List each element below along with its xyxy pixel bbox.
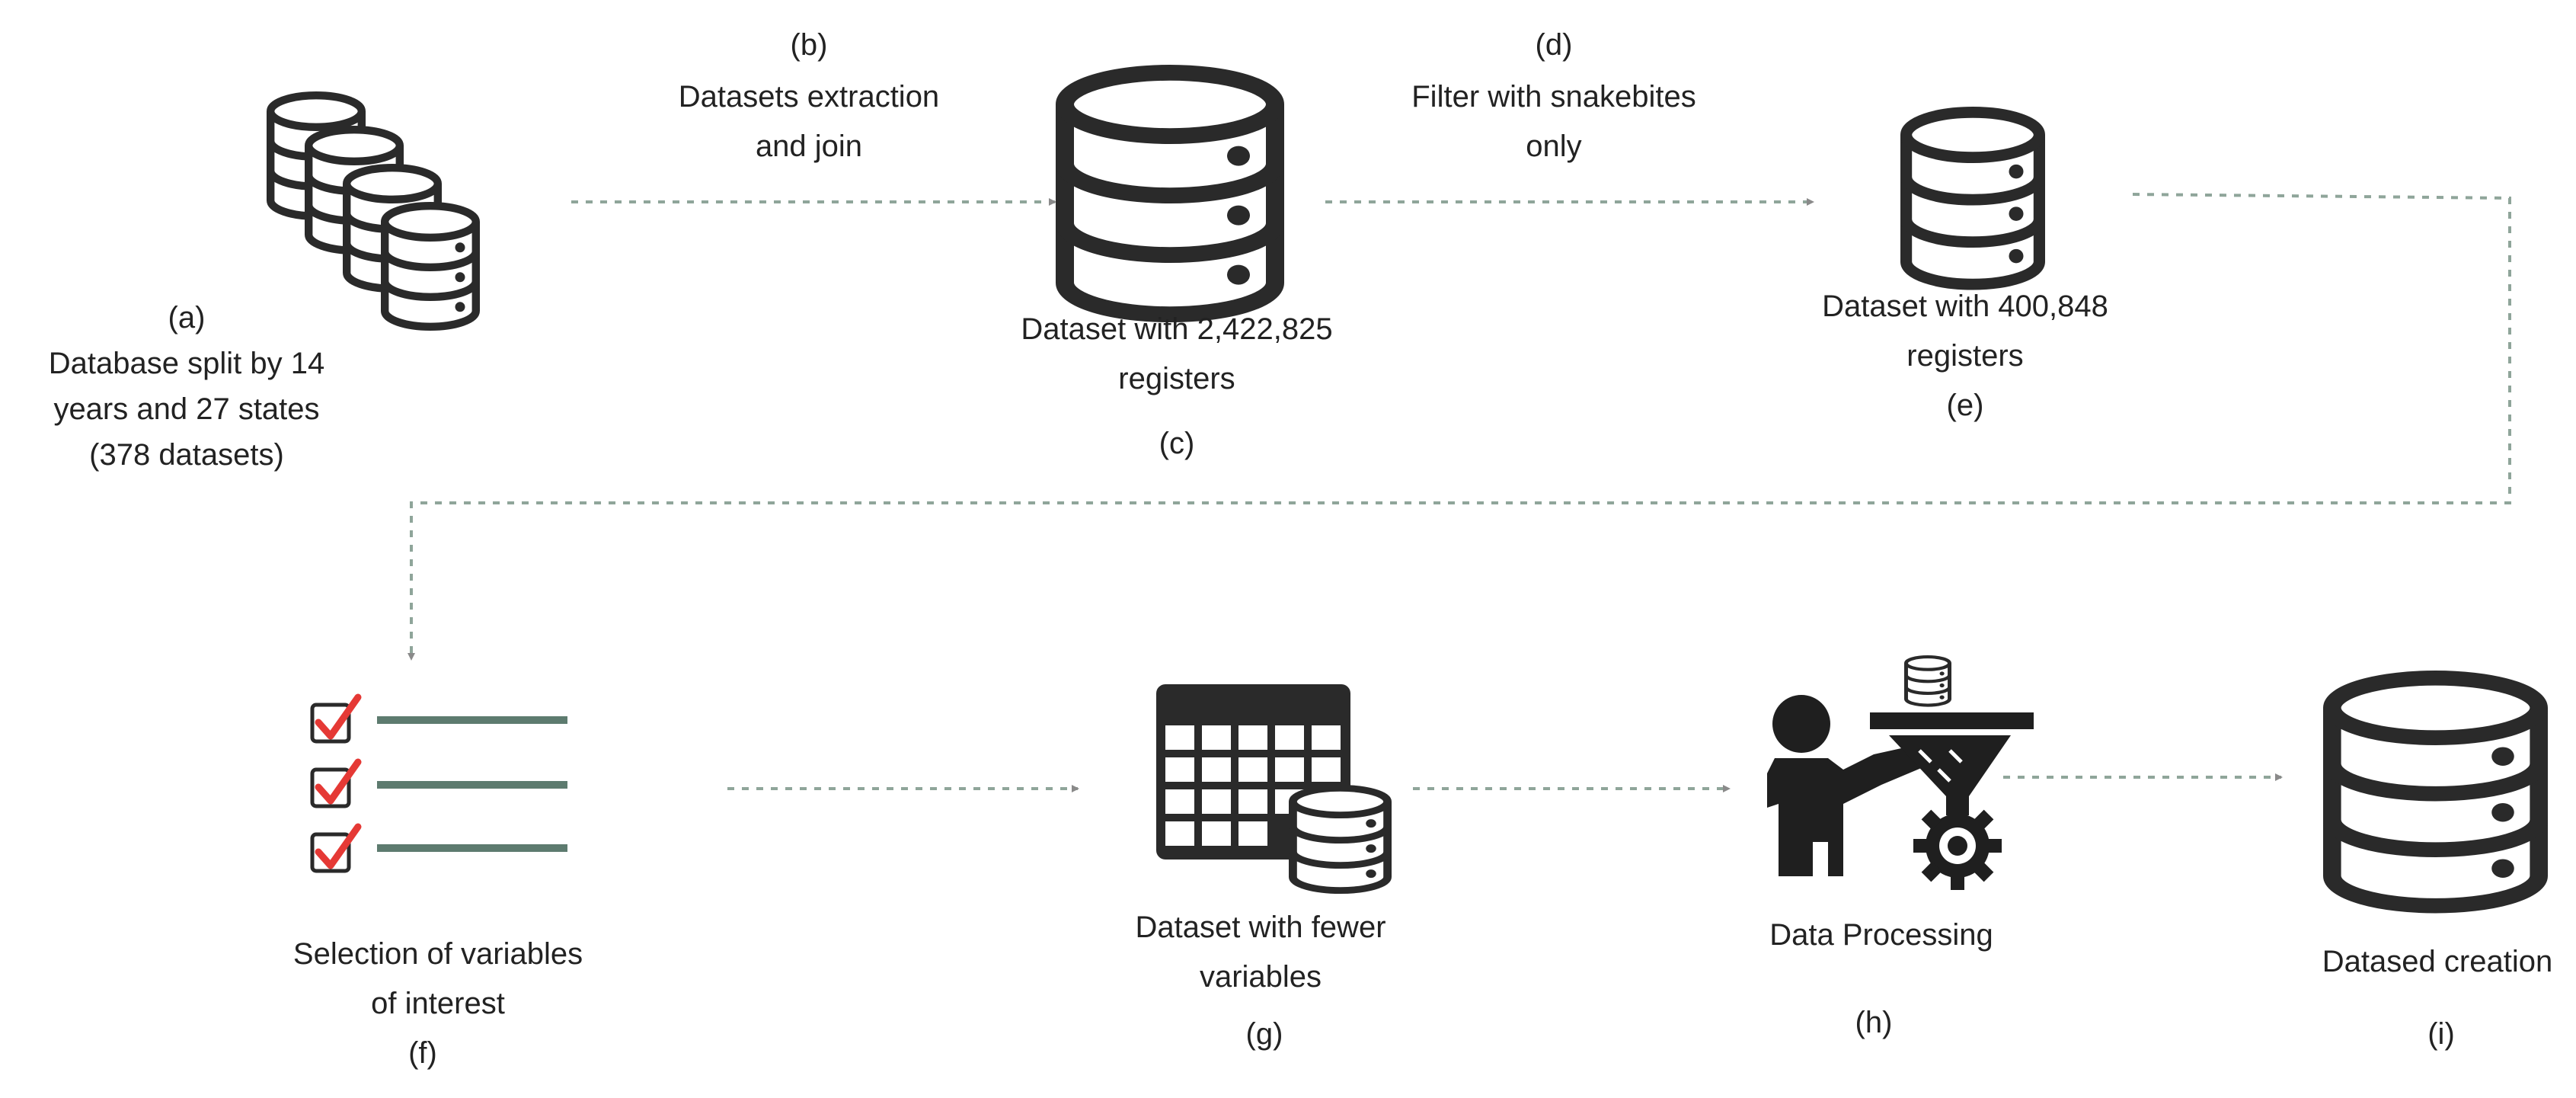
person-with-funnel-and-gear-icon (1767, 657, 2034, 890)
step-i-line-1: Datased creation (2322, 945, 2552, 978)
stacked-databases-icon (270, 95, 476, 327)
step-g-letter: (g) (1246, 1017, 1283, 1051)
step-a-line-3: (378 datasets) (89, 438, 284, 472)
step-d-line-2: only (1526, 130, 1581, 163)
step-g-line-2: variables (1200, 960, 1322, 994)
checklist-icon (310, 693, 567, 873)
step-b-line-1: Datasets extraction (679, 80, 939, 114)
database-icon (1065, 72, 1275, 314)
step-e-line-2: registers (1906, 339, 2023, 373)
step-i-letter: (i) (2427, 1017, 2455, 1051)
step-f-line-2: of interest (371, 987, 505, 1020)
database-icon (2332, 678, 2539, 906)
step-a-letter: (a) (168, 301, 206, 335)
database-icon (1906, 112, 2040, 284)
step-d-letter: (d) (1536, 28, 1573, 62)
step-b-letter: (b) (791, 28, 828, 62)
table-with-database-icon (1156, 684, 1388, 891)
step-h-letter: (h) (1855, 1006, 1893, 1039)
step-e-line-1: Dataset with 400,848 (1822, 290, 2108, 323)
step-a-line-2: years and 27 states (53, 392, 319, 426)
step-d-line-1: Filter with snakebites (1411, 80, 1695, 114)
step-f-line-1: Selection of variables (293, 937, 583, 971)
step-b-line-2: and join (756, 130, 862, 163)
step-c-line-1: Dataset with 2,422,825 (1021, 312, 1332, 346)
step-c-letter: (c) (1159, 427, 1195, 460)
step-a-line-1: Database split by 14 (49, 347, 324, 380)
step-g-line-1: Dataset with fewer (1135, 911, 1385, 944)
step-e-letter: (e) (1947, 389, 1984, 422)
step-f-letter: (f) (408, 1036, 437, 1070)
step-c-line-2: registers (1118, 362, 1235, 395)
arrow-e-to-f (407, 193, 2511, 661)
step-h-line-1: Data Processing (1769, 918, 1993, 952)
